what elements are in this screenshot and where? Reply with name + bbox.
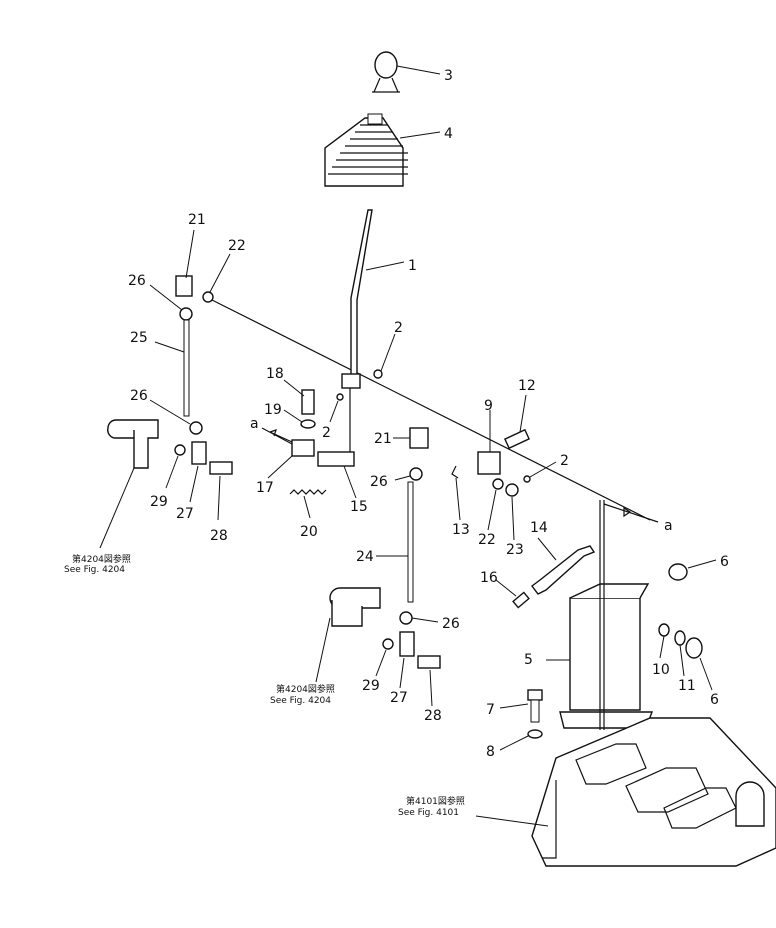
left-rod-assembly xyxy=(99,229,233,549)
label-a-left: a xyxy=(250,416,259,432)
arrow-a-left xyxy=(269,429,293,443)
arm-part xyxy=(495,537,596,609)
label-22b: 22 xyxy=(478,532,496,548)
label-19: 19 xyxy=(264,402,282,418)
label-15: 15 xyxy=(350,499,368,515)
label-17: 17 xyxy=(256,480,274,496)
label-26a: 26 xyxy=(128,273,146,289)
label-25: 25 xyxy=(130,330,148,346)
label-27b: 27 xyxy=(390,690,408,706)
label-23: 23 xyxy=(506,542,524,558)
ref-4204-mid-en: See Fig. 4204 xyxy=(270,696,331,706)
ball-part xyxy=(523,475,531,483)
label-16: 16 xyxy=(480,570,498,586)
lever-pivot xyxy=(341,373,361,389)
label-29a: 29 xyxy=(150,494,168,510)
lever-joint-parts xyxy=(261,379,357,519)
bushing-parts xyxy=(658,559,717,691)
label-20: 20 xyxy=(300,524,318,540)
label-9: 9 xyxy=(484,398,493,414)
label-11: 11 xyxy=(678,678,696,694)
label-26b: 26 xyxy=(130,388,148,404)
label-8: 8 xyxy=(486,744,495,760)
label-29b: 29 xyxy=(362,678,380,694)
label-22a: 22 xyxy=(228,238,246,254)
label-28a: 28 xyxy=(210,528,228,544)
label-2c: 2 xyxy=(560,453,569,469)
knob-part xyxy=(372,51,441,93)
ball-part xyxy=(373,369,383,379)
label-6a: 6 xyxy=(720,554,729,570)
ref-4101-jp: 第4101図参照 xyxy=(406,795,465,807)
label-6b: 6 xyxy=(710,692,719,708)
label-2b: 2 xyxy=(322,425,331,441)
ref-4204-left-jp: 第4204図参照 xyxy=(72,553,131,565)
ref-4101-en: See Fig. 4101 xyxy=(398,808,459,818)
label-26d: 26 xyxy=(442,616,460,632)
label-28b: 28 xyxy=(424,708,442,724)
label-a-right: a xyxy=(664,518,673,534)
label-24: 24 xyxy=(356,549,374,565)
label-7: 7 xyxy=(486,702,495,718)
label-21a: 21 xyxy=(188,212,206,228)
ref-4204-mid-jp: 第4204図参照 xyxy=(276,683,335,695)
label-13: 13 xyxy=(452,522,470,538)
center-rod-assembly xyxy=(315,427,441,707)
stand-part xyxy=(546,500,654,730)
boot-part xyxy=(324,113,441,187)
label-5: 5 xyxy=(524,652,533,668)
bolt-washer xyxy=(499,689,543,751)
arrow-a-right xyxy=(603,503,659,523)
cross-shaft-line xyxy=(211,299,651,521)
bracket-assembly xyxy=(451,394,531,541)
label-10: 10 xyxy=(652,662,670,678)
label-14: 14 xyxy=(530,520,548,536)
floor-frame xyxy=(475,717,776,867)
label-27a: 27 xyxy=(176,506,194,522)
ball-part xyxy=(336,393,344,401)
label-3: 3 xyxy=(444,68,453,84)
label-2a: 2 xyxy=(394,320,403,336)
label-18: 18 xyxy=(266,366,284,382)
ref-4204-left-en: See Fig. 4204 xyxy=(64,565,125,575)
lever-part xyxy=(350,209,405,381)
label-26c: 26 xyxy=(370,474,388,490)
label-4: 4 xyxy=(444,126,453,142)
label-21b: 21 xyxy=(374,431,392,447)
label-1: 1 xyxy=(408,258,417,274)
label-12: 12 xyxy=(518,378,536,394)
